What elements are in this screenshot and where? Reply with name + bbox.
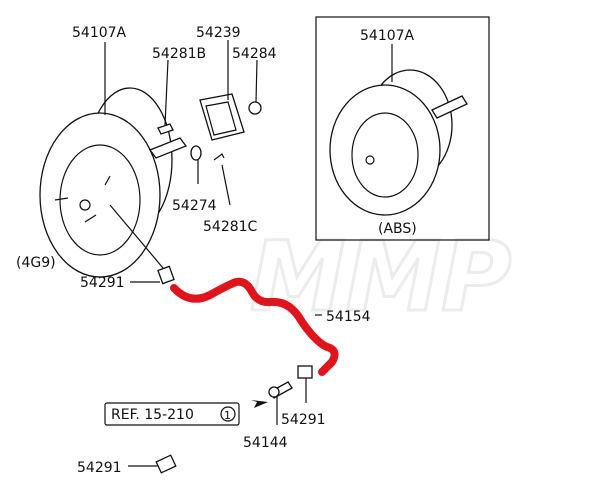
abs-variant-box <box>315 16 490 241</box>
label-nut: 54284 <box>232 46 277 62</box>
nut-part[interactable] <box>248 101 262 115</box>
vacuum-hose-part[interactable] <box>170 277 339 376</box>
stud-bolt-part[interactable] <box>157 123 174 135</box>
label-reference-number: 1 <box>224 409 231 422</box>
washer-part[interactable] <box>190 145 202 161</box>
watermark: MMP <box>250 221 511 333</box>
label-abs-note: (ABS) <box>378 221 417 237</box>
label-stud-bolt: 54281B <box>152 46 206 62</box>
label-engine-note: (4G9) <box>16 255 56 271</box>
reference-arrow-icon <box>251 400 268 408</box>
brake-booster-abs[interactable] <box>329 69 468 216</box>
label-clamp-spare: 54291 <box>77 460 122 476</box>
label-booster-abs: 54107A <box>360 28 415 44</box>
hose-clamp-lower[interactable] <box>297 365 313 379</box>
label-clamp-upper: 54291 <box>80 275 125 291</box>
label-gasket: 54239 <box>196 25 241 41</box>
brake-booster-left[interactable] <box>39 87 188 278</box>
pin-part[interactable] <box>213 153 225 161</box>
hose-clamp-upper[interactable] <box>157 265 175 285</box>
label-booster-left: 54107A <box>72 25 127 41</box>
label-washer: 54274 <box>172 198 217 214</box>
reference-box[interactable] <box>104 402 240 426</box>
hose-clamp-spare[interactable] <box>155 454 177 474</box>
label-reference[interactable]: REF. 15-210 <box>111 407 194 423</box>
label-check-valve: 54144 <box>243 435 288 451</box>
label-clamp-lower: 54291 <box>281 412 326 428</box>
label-pin: 54281C <box>203 219 258 235</box>
label-vacuum-hose: 54154 <box>326 309 371 325</box>
